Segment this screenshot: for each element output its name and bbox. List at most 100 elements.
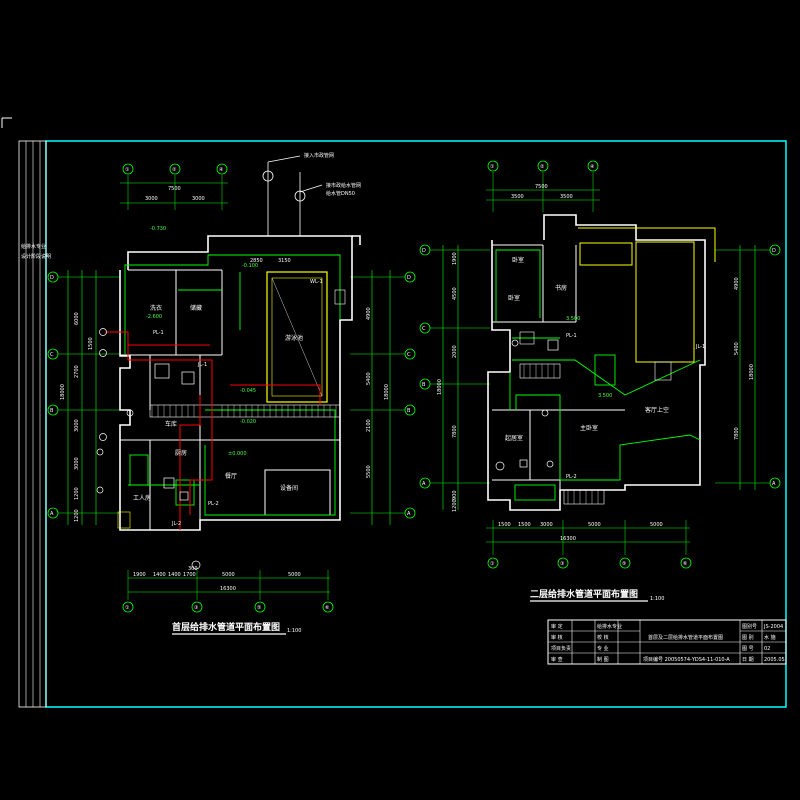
- left-pipe-tag-5: WL-1: [310, 279, 323, 285]
- left-room-label-2: 储藏: [190, 304, 202, 312]
- left-pipe-tag-3: JL-1: [197, 362, 207, 368]
- left-dim-top-part-1: 3000: [145, 196, 158, 202]
- left-dim-right-total: 18000: [384, 384, 390, 400]
- right-plan: ① ② ④ 7500 3500 3500 D C B A: [419, 160, 781, 569]
- side-stamp-line-1: 给排水专业: [21, 243, 46, 250]
- right-dim-bottom-2: 1500: [518, 522, 531, 528]
- right-room-label-5: 起居室: [505, 434, 523, 442]
- left-room-label-3: 车库: [165, 420, 177, 428]
- right-green-pipes: [495, 249, 701, 501]
- right-axis-top-2: ②: [540, 164, 545, 170]
- right-dim-top-total: 7500: [535, 184, 548, 190]
- left-hatched-corridor: [117, 289, 346, 529]
- left-axis-bottom-3: ⑤: [257, 605, 261, 611]
- left-dim-left-5: 3000: [74, 457, 80, 470]
- left-axis-right-C: C: [407, 352, 411, 358]
- right-axis-bottom-4: ⑥: [683, 561, 688, 567]
- tb-drawing-name: 首层及二层给排水管道平面布置图: [648, 634, 723, 641]
- right-level-1: 3.500: [566, 316, 580, 322]
- left-dim-right-3: 2100: [366, 419, 372, 432]
- left-dim-left-total: 18000: [60, 384, 66, 400]
- left-axis-top: ① ② ④ 7500 3000 3000: [120, 163, 228, 210]
- right-dim-bottom-total: 16300: [560, 536, 576, 542]
- right-pipe-tag-1: PL-1: [566, 333, 577, 339]
- right-room-label-3: 书房: [555, 284, 567, 292]
- left-red-pipes: [105, 331, 321, 530]
- left-pipe-tag-4: JL-2: [171, 521, 181, 527]
- left-dim-left-1: 6000: [74, 312, 80, 325]
- left-axis-top-3: ④: [219, 167, 224, 173]
- left-note-2: 接市政给水管网: [326, 182, 361, 189]
- right-axis-B: B: [422, 382, 426, 388]
- left-axis-bottom-4: ⑥: [325, 605, 330, 611]
- right-dim-right-total: 18000: [749, 364, 755, 380]
- left-axis-right-B: B: [407, 408, 411, 414]
- right-axis-top-1: ①: [490, 164, 495, 170]
- left-dim-bottom-5: 5000: [222, 572, 235, 578]
- left-dim-top-mid-1: 2850: [250, 258, 263, 264]
- right-building-walls: [487, 214, 706, 511]
- left-pipe-markers: [96, 328, 201, 570]
- left-axis-bottom-2: ③: [194, 605, 198, 611]
- left-dim-left-4: 3000: [74, 419, 80, 432]
- right-dim-right-2: 5400: [734, 342, 740, 355]
- right-axis-A: A: [422, 481, 426, 487]
- tb-r4c5: 日 期: [742, 657, 754, 663]
- left-axis-B: B: [50, 408, 54, 414]
- left-dim-top-part-2: 3000: [192, 196, 205, 202]
- right-axis-left: D C B A 18000 1900 4500 2000 7800 900 12…: [419, 244, 490, 512]
- left-axis-right-D: D: [407, 275, 411, 281]
- left-level-2: -0.100: [242, 263, 258, 269]
- tb-r3c1: 项目负责: [551, 645, 571, 652]
- left-dim-bottom-2: 1400: [153, 572, 166, 578]
- left-dim-top-total: 7500: [168, 186, 181, 192]
- side-stamp-line-2: 设计阶段说明: [21, 253, 51, 260]
- left-dim-bottom-total: 16300: [220, 586, 236, 592]
- right-dim-left-4: 7800: [452, 425, 458, 438]
- left-pipe-tag-1: PL-1: [153, 330, 164, 336]
- title-block: 审 定 给排水专业 图别号 JS-2004 审 核 校 核 首层及二层给排水管道…: [547, 619, 787, 665]
- left-axis-A: A: [50, 511, 54, 517]
- left-dim-bottom-4: 1700: [183, 572, 196, 578]
- right-fixture-markers: [495, 339, 559, 471]
- right-dim-left-total: 18000: [437, 379, 443, 395]
- tb-r4c2: 制 图: [597, 656, 609, 663]
- right-axis-right-A: A: [772, 481, 776, 487]
- right-axis-D: D: [422, 248, 426, 254]
- tb-r1c2: 给排水专业: [597, 623, 622, 630]
- left-swimming-pool: [266, 271, 328, 403]
- left-room-label-4: 工人房: [133, 494, 151, 502]
- right-dim-left-3: 2000: [452, 345, 458, 358]
- left-level-5: -0.045: [240, 388, 256, 394]
- right-dim-left-2: 4500: [452, 287, 458, 300]
- left-title-scale: 1:100: [287, 628, 301, 634]
- right-axis-right: D A 18000 4900 5400 7800: [715, 244, 781, 490]
- left-service-pipe: [262, 155, 323, 236]
- right-pipe-tag-3: JL-1: [695, 344, 705, 350]
- right-title-scale: 1:100: [650, 596, 664, 602]
- sheet-corner-mark: [1, 117, 12, 128]
- left-level-3: -2.600: [146, 314, 162, 320]
- left-room-label-7: 游泳池: [285, 334, 303, 342]
- right-axis-top-3: ④: [590, 164, 595, 170]
- right-axis-top: ① ② ④ 7500 3500 3500: [486, 160, 600, 212]
- left-axis-right-A: A: [407, 511, 411, 517]
- left-level-1: -0.730: [150, 226, 166, 232]
- right-title-text: 二层给排水管道平面布置图: [530, 588, 638, 600]
- right-plan-title: 二层给排水管道平面布置图 1:100: [530, 588, 664, 602]
- left-axis-top-2: ②: [172, 167, 177, 173]
- left-dim-left-2: 1500: [88, 337, 94, 350]
- right-dim-top-part-2: 3500: [560, 194, 573, 200]
- left-dim-left-3: 2700: [74, 365, 80, 378]
- left-axis-bottom: 1900 1400 1400 1700 5000 5000 16300 300 …: [122, 566, 334, 613]
- right-hatched-stairs: [519, 331, 672, 505]
- left-level-6: -0.020: [240, 419, 256, 425]
- right-axis-right-D: D: [772, 248, 776, 254]
- left-plan: ① ② ④ 7500 3000 3000 D C B A: [47, 152, 416, 613]
- left-dim-bottom-1: 1900: [133, 572, 146, 578]
- left-axis-D: D: [50, 275, 54, 281]
- right-axis-bottom: 1500 1500 3000 5000 5000 16300 ① ③ ⑤ ⑥: [486, 520, 692, 569]
- left-axis-left: D C B A 18000 6000 1500 2700 3000 3000 1…: [47, 270, 120, 525]
- right-dim-right-1: 4900: [734, 277, 740, 290]
- left-plan-title: 首层给排水管道平面布置图 1:100: [172, 621, 301, 635]
